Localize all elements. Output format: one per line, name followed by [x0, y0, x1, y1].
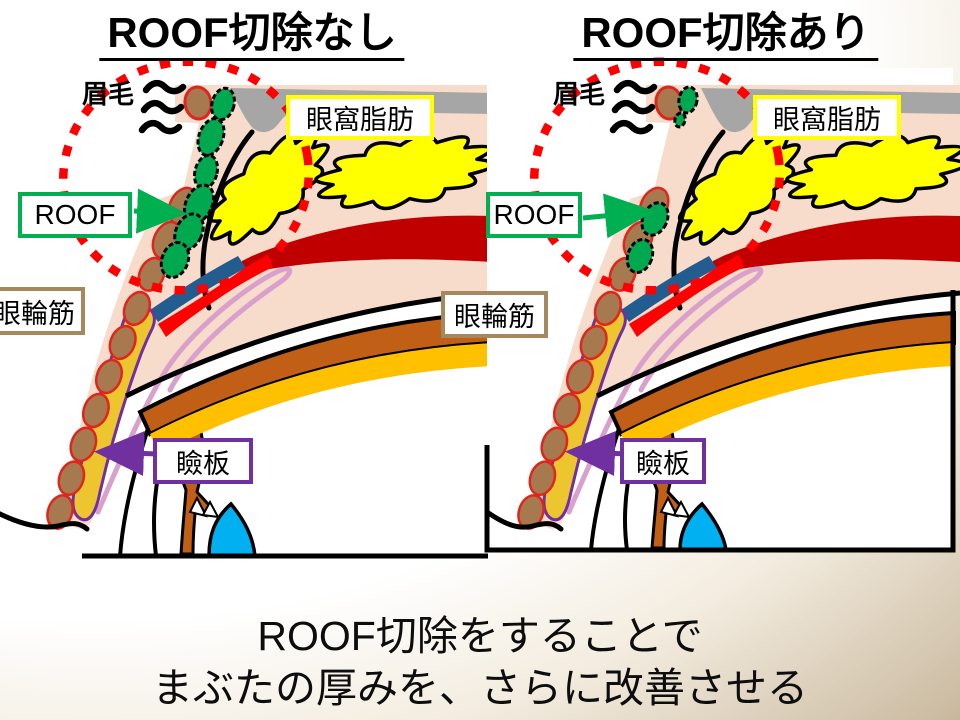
- brow-label-left: 眉毛: [82, 79, 135, 109]
- orbital-fat-label-left: 眼窩脂肪: [286, 95, 434, 140]
- roof-label-left: ROOF: [18, 192, 132, 238]
- title-right: ROOF切除あり: [573, 9, 879, 62]
- roof-label-right: ROOF: [486, 192, 582, 238]
- tarsus-label-right: 瞼板: [620, 438, 706, 484]
- caption-line1: ROOF切除をすることで: [257, 613, 703, 659]
- title-left: ROOF切除なし: [99, 9, 405, 62]
- orbital-fat-label-right: 眼窩脂肪: [753, 95, 901, 140]
- caption-line2: まぶたの厚みを、さらに改善させる: [152, 665, 808, 711]
- brow-label-right: 眉毛: [553, 79, 606, 109]
- orbicularis-label-left: 眼輪筋: [0, 287, 85, 335]
- orbicularis-label-right: 眼輪筋: [441, 291, 548, 338]
- tarsus-label-left: 瞼板: [153, 438, 253, 484]
